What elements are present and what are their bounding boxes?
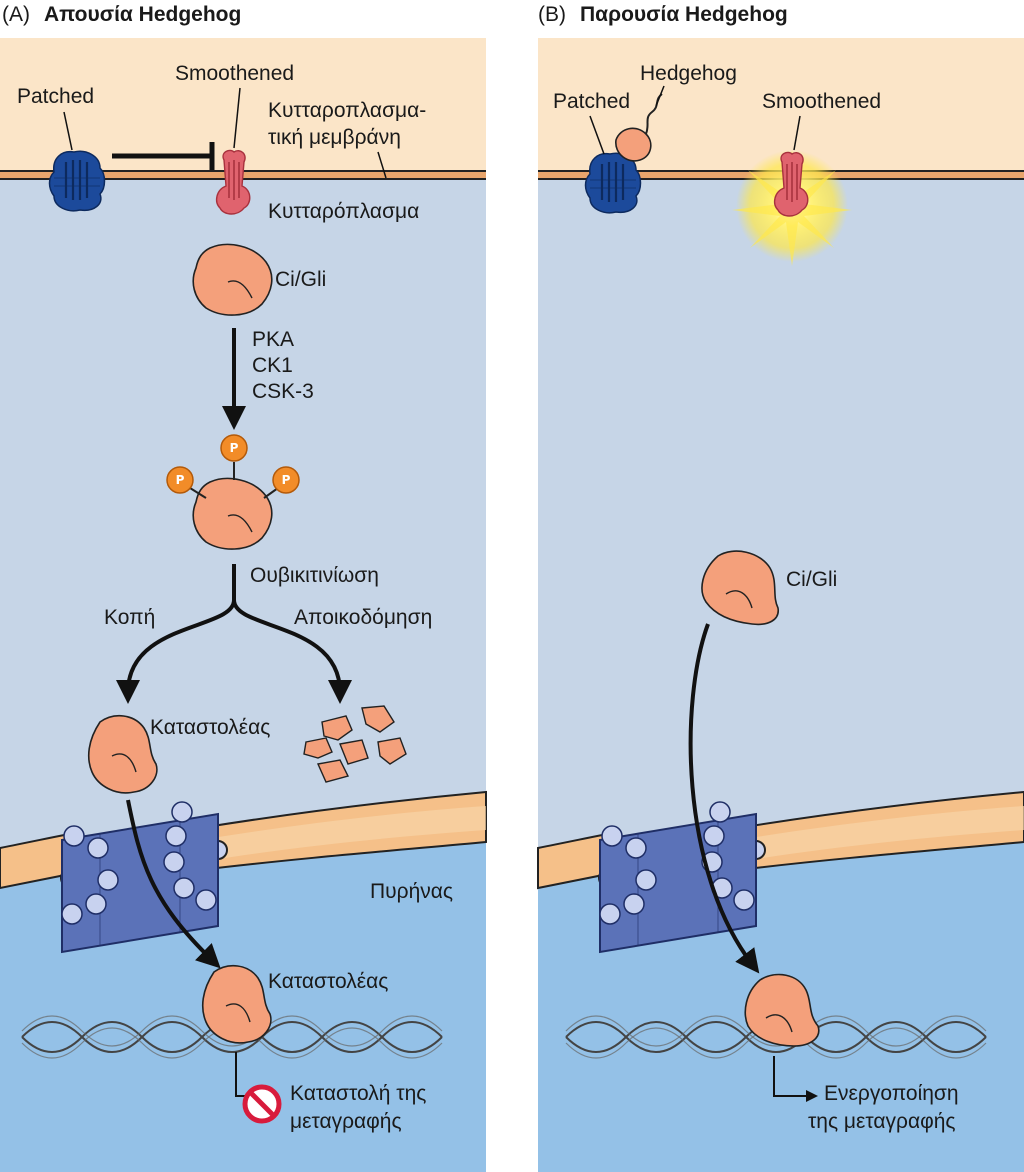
- panel-a-ci-gli-fold: [227, 280, 253, 299]
- panel-a-patched-leader: [63, 111, 73, 151]
- panel-b-ci-gli-label: Ci/Gli: [786, 568, 837, 591]
- panel-a-smoothened-leader: [233, 87, 241, 149]
- panel-a-phosphate-right: [272, 466, 300, 494]
- panel-a-repressor-nucleus-fold: [225, 1003, 251, 1023]
- panel-a-title: Απουσία Hedgehog: [44, 3, 241, 26]
- panel-a-branch-arrows: [116, 564, 352, 704]
- panel-b-patched-label: Patched: [553, 90, 630, 113]
- panel-b-hedgehog-leader: [655, 85, 665, 107]
- panel-a-repressor-cytoplasm-fold: [111, 753, 137, 773]
- panel-a-phosphate-top-label: P: [230, 441, 239, 455]
- panel-b-outcome-line2: της μεταγραφής: [808, 1110, 956, 1133]
- panel-b-hedgehog-label: Hedgehog: [640, 62, 737, 85]
- panel-a-repressor-cytoplasm-label: Καταστολέας: [150, 716, 270, 739]
- panel-b-ci-gli-activator: [744, 973, 820, 1047]
- panel-a-ci-gli-label: Ci/Gli: [275, 268, 326, 291]
- panel-a-cytoplasm-label: Κυτταρόπλασμα: [268, 200, 419, 223]
- panel-a-nuclear-pore: [61, 801, 219, 953]
- panel-a-repressor-nucleus-label: Καταστολέας: [268, 970, 388, 993]
- panel-a-nucleus-label: Πυρήνας: [370, 880, 453, 903]
- panel-a-phosphate-left-label: P: [176, 473, 185, 487]
- panel-b-nuclear-pore: [599, 801, 757, 953]
- panel-a-ubiquitination-label: Ουβικιτινίωση: [250, 564, 379, 587]
- panel-a-phosphate-right-label: P: [282, 473, 291, 487]
- panel-a: (A) Απουσία Hedgehog: [0, 3, 487, 1172]
- panel-a-ci-gli-protein: [192, 243, 273, 316]
- panel-b: (B) Παρουσία Hedgehog: [537, 3, 1024, 1172]
- panel-a-cleavage-label: Κοπή: [104, 606, 155, 629]
- panel-b-activator-fold: [765, 1014, 793, 1033]
- panel-b-patched-leader: [589, 115, 605, 155]
- panel-b-title: Παρουσία Hedgehog: [580, 3, 788, 26]
- panel-a-inhibition-line: [112, 142, 215, 170]
- panel-a-patched-receptor: [48, 150, 106, 212]
- panel-a-membrane-label-line2: τική μεμβράνη: [268, 126, 401, 149]
- panel-a-membrane-label-line1: Κυτταροπλασμα-: [268, 99, 426, 122]
- panel-a-phosphate-left: [166, 466, 194, 494]
- panel-a-outcome-line1: Καταστολή της: [290, 1082, 426, 1105]
- panel-a-phosphate-top: [220, 434, 248, 462]
- panel-a-degradation-fragments: [303, 705, 407, 783]
- panel-a-patched-label: Patched: [17, 85, 94, 108]
- panel-a-tag: (A): [2, 3, 30, 26]
- panel-a-membrane-leader: [377, 151, 387, 179]
- panel-a-kinase-3: CSK-3: [252, 380, 314, 403]
- panel-a-phosphate-stalk-right: [263, 487, 279, 499]
- panel-b-ci-gli-protein: [701, 550, 779, 626]
- panel-b-ci-gli-fold: [725, 590, 753, 609]
- panel-b-patched-receptor: [584, 152, 642, 214]
- panel-a-phosphate-stalk-left: [189, 487, 207, 499]
- panel-a-nuclear-envelope: [0, 790, 487, 890]
- panel-a-nuclear-import-arrow: [126, 799, 221, 969]
- panel-a-phospho-ci-gli-fold: [227, 514, 253, 533]
- panel-a-kinase-2: CK1: [252, 354, 293, 377]
- panel-a-phosphorylated-ci-gli: [192, 477, 273, 550]
- panel-b-smoothened-leader: [793, 115, 801, 151]
- panel-a-kinase-1: PKA: [252, 328, 294, 351]
- panel-a-no-transcription-icon: [242, 1084, 282, 1124]
- panel-b-transcription-arrow: [773, 1056, 818, 1102]
- panel-b-smoothened-label: Smoothened: [762, 90, 881, 113]
- panel-b-tag: (B): [538, 3, 566, 26]
- panel-a-degradation-label: Αποικοδόμηση: [294, 606, 432, 629]
- panel-b-outcome-line1: Ενεργοποίηση: [824, 1082, 959, 1105]
- panel-a-smoothened-label: Smoothened: [175, 62, 294, 85]
- panel-b-nuclear-import-arrow: [688, 623, 760, 974]
- panel-a-outcome-line2: μεταγραφής: [290, 1110, 402, 1133]
